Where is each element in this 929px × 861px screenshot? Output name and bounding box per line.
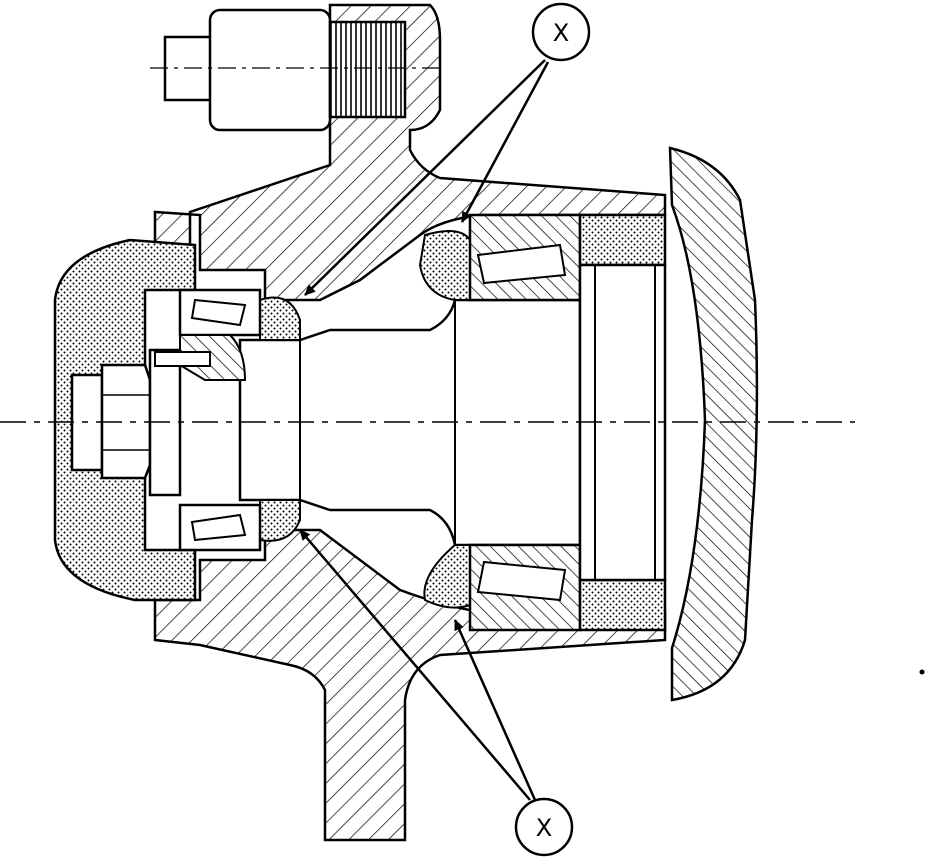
wheel-flange (668, 146, 759, 702)
leader-top-1 (304, 59, 546, 296)
callout-top-label: X (553, 19, 569, 47)
outer-bearing-lower (468, 543, 582, 632)
callout-bottom-label: X (536, 814, 552, 842)
pin (154, 351, 211, 367)
leader-bottom-1 (299, 529, 531, 801)
grease-lower-right (423, 544, 471, 609)
grease-upper-right (418, 230, 471, 301)
speck (919, 669, 925, 675)
callout-top: X (531, 2, 591, 62)
leader-top-2 (460, 61, 550, 223)
inner-bearing-lower (178, 503, 262, 552)
lock-washer (179, 334, 247, 381)
wheel-stud (150, 8, 440, 132)
grease-upper-left (259, 296, 301, 341)
callout-bottom: X (514, 797, 574, 857)
outer-bearing-upper (468, 213, 582, 302)
leader-bottom-2 (453, 619, 537, 801)
knuckle-upper (153, 3, 667, 302)
inner-bearing-upper (178, 288, 262, 337)
